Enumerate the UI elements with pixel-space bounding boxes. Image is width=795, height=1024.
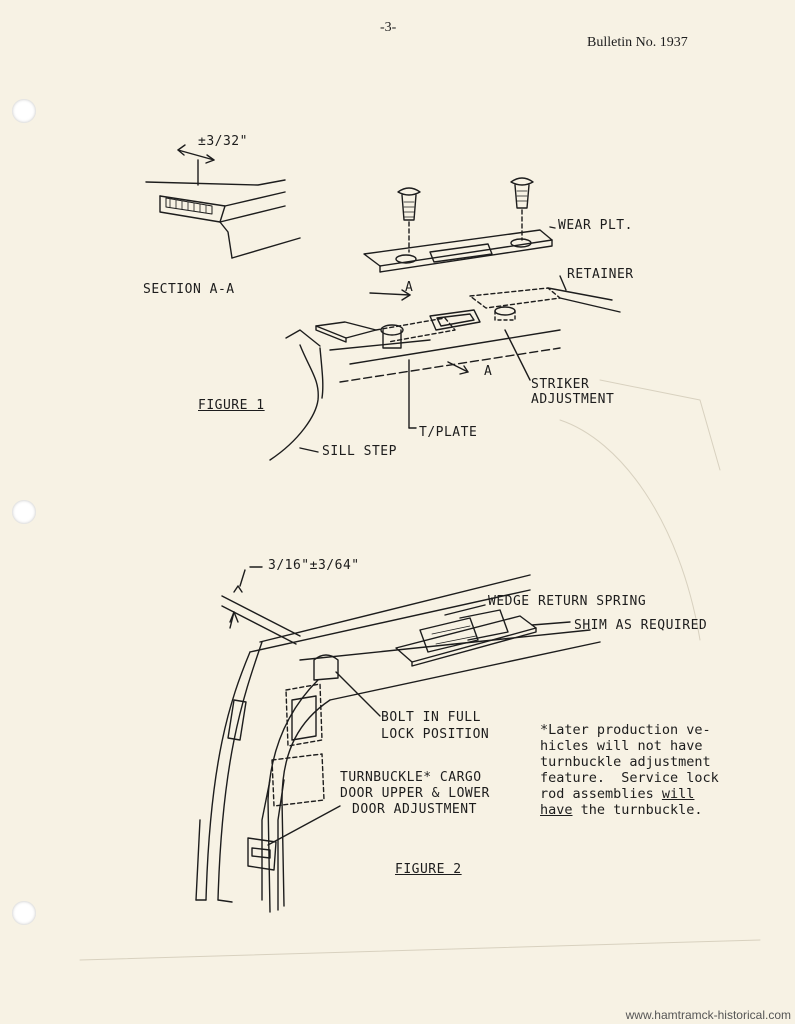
note-line-2: hicles will not have: [540, 738, 703, 754]
page-number: -3-: [380, 20, 397, 35]
turnbuckle-label-line1: TURNBUCKLE* CARGO: [340, 770, 482, 785]
turnbuckle-label-line2: DOOR UPPER & LOWER: [340, 786, 490, 801]
retainer-label: RETAINER: [567, 267, 634, 282]
note-line-5: rod assemblies: [540, 786, 662, 802]
section-label: SECTION A-A: [143, 282, 235, 297]
striker-label-line1: STRIKER: [531, 377, 590, 392]
punch-hole-bottom: [12, 901, 36, 925]
note-line-1: *Later production ve-: [540, 722, 711, 738]
section-a-a-drawing: [145, 144, 301, 259]
wear-plate-label: WEAR PLT.: [558, 218, 633, 233]
note-have-emphasis: have: [540, 802, 573, 818]
note-line-3: turnbuckle adjustment: [540, 754, 711, 770]
striker-label-line2: ADJUSTMENT: [531, 392, 615, 407]
figure-1-drawing: [269, 177, 621, 461]
bolt-label-line2: LOCK POSITION: [381, 727, 490, 742]
note-line-4: feature. Service lock: [540, 770, 719, 786]
note-line-6: the turnbuckle.: [572, 802, 703, 818]
dimension-label: 3/16"±3/64": [268, 558, 360, 573]
figure-1-caption: FIGURE 1: [198, 398, 265, 413]
figure-2-drawing: [195, 566, 601, 913]
t-plate-label: T/PLATE: [419, 425, 478, 440]
section-arrow-a-bottom: A: [484, 364, 493, 379]
punch-hole-top: [12, 99, 36, 123]
sill-step-label: SILL STEP: [322, 444, 397, 459]
punch-hole-middle: [12, 500, 36, 524]
turnbuckle-label-line3: DOOR ADJUSTMENT: [352, 802, 477, 817]
shim-label: SHIM AS REQUIRED: [574, 618, 708, 633]
figure-2-caption: FIGURE 2: [395, 862, 462, 877]
bolt-label-line1: BOLT IN FULL: [381, 710, 481, 725]
note-will-emphasis: will: [661, 786, 695, 802]
section-arrow-a-top: A: [405, 280, 414, 295]
wedge-spring-label: WEDGE RETURN SPRING: [488, 594, 647, 609]
tolerance-label: ±3/32": [198, 134, 248, 149]
site-watermark: www.hamtramck-historical.com: [625, 1008, 791, 1022]
bulletin-number: Bulletin No. 1937: [587, 35, 688, 50]
production-note: *Later production ve- hicles will not ha…: [540, 722, 719, 818]
